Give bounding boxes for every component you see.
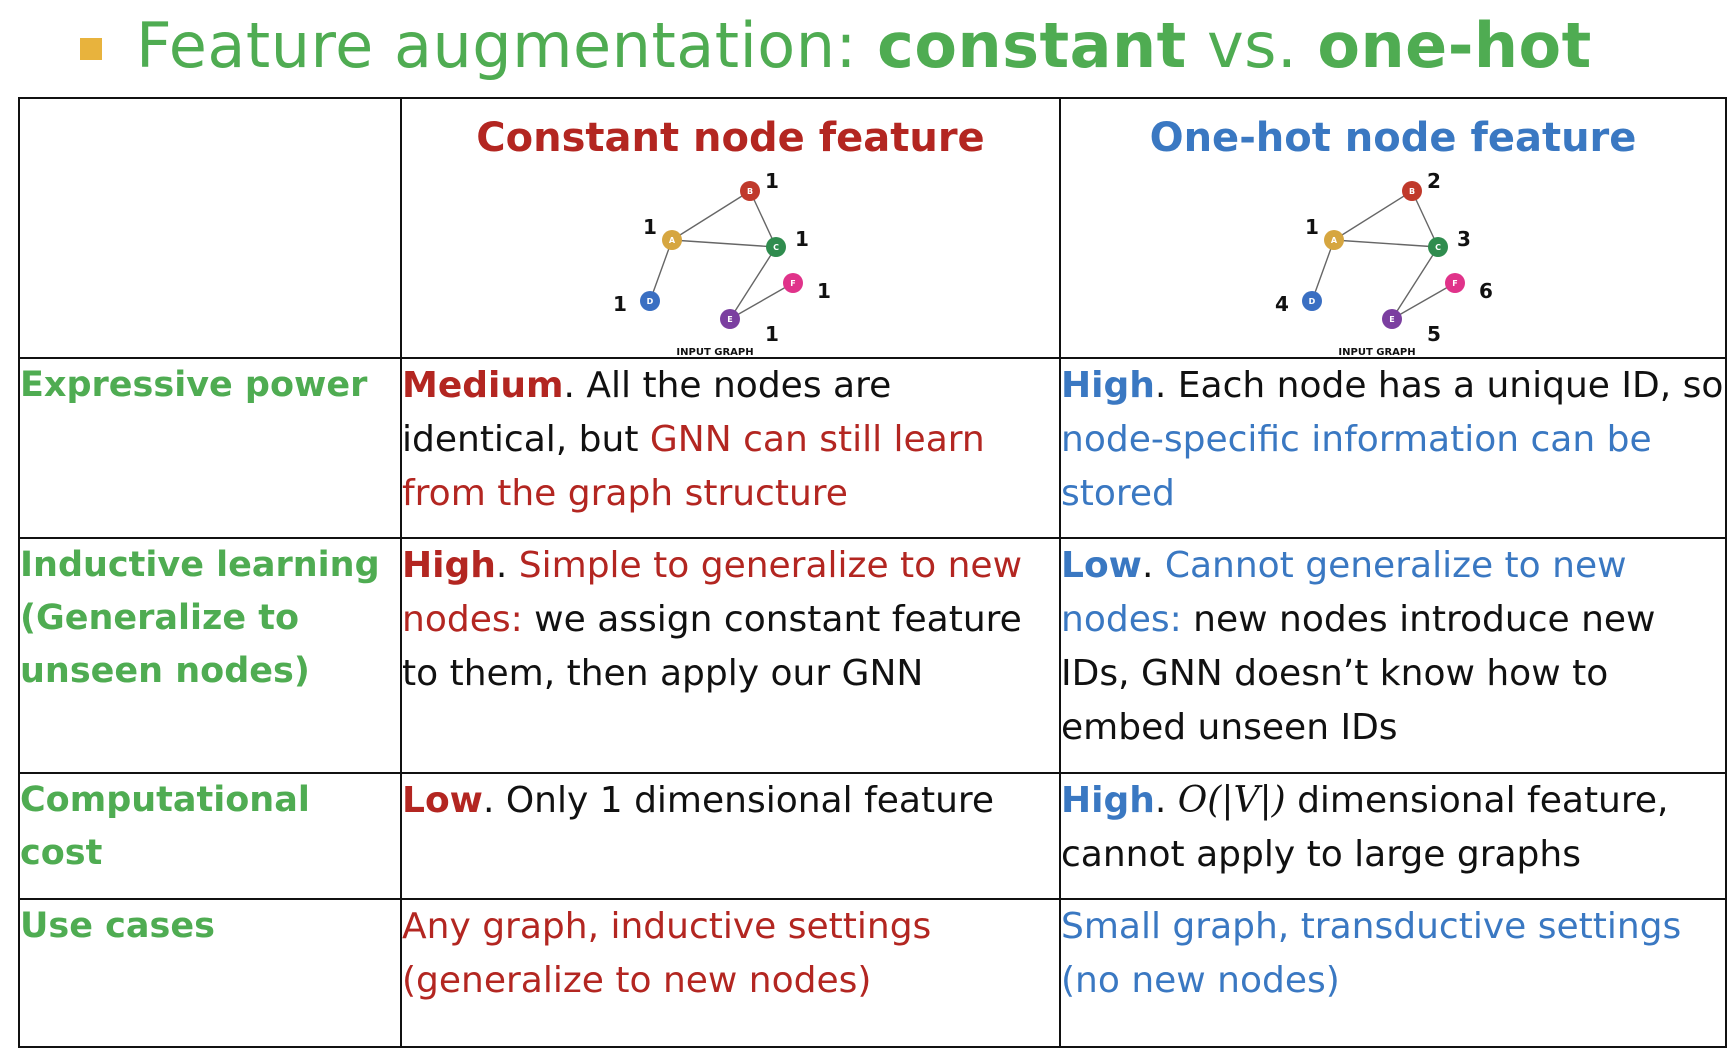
highlight-text: Cannot generalize to new nodes: — [1061, 545, 1627, 640]
keyword-medium: Medium — [402, 365, 564, 406]
cell-usecases-constant: Any graph, inductive settings (generaliz… — [400, 898, 1061, 1048]
highlight-text: Simple to generalize to new nodes: — [402, 545, 1023, 640]
node-e-letter: E — [727, 315, 732, 324]
row-use-cases: Use cases Any graph, inductive settings … — [18, 898, 1727, 1048]
text: dimensional feature, cannot apply to lar… — [1061, 780, 1669, 875]
value-b: 1 — [765, 169, 779, 193]
value-c: 3 — [1457, 227, 1471, 251]
node-c — [1428, 237, 1448, 257]
row-label-usecases: Use cases — [18, 898, 402, 1048]
title-mid: vs. — [1186, 8, 1318, 82]
slide-title-row: Feature augmentation: constant vs. one-h… — [80, 0, 1592, 90]
node-b — [739, 181, 760, 201]
node-e — [1382, 309, 1402, 329]
value-a: 1 — [643, 215, 657, 239]
node-d-letter: D — [1309, 297, 1316, 306]
row-label-expressive: Expressive power — [18, 357, 402, 539]
cell-inductive-onehot: Low. Cannot generalize to new nodes: new… — [1059, 537, 1727, 774]
cell-usecases-onehot: Small graph, transductive settings (no n… — [1059, 898, 1727, 1048]
node-f-letter: F — [790, 279, 795, 288]
node-f — [1445, 273, 1465, 293]
cell-expressive-constant: Medium. All the nodes are identical, but… — [400, 357, 1061, 539]
node-c-letter: C — [1435, 243, 1441, 252]
keyword-high: High — [1061, 780, 1155, 821]
text: new nodes introduce new IDs, GNN doesn’t… — [1061, 599, 1656, 748]
keyword-low: Low — [402, 780, 483, 821]
node-b — [1402, 181, 1422, 201]
text: . — [495, 545, 519, 586]
title-keyword-onehot: one-hot — [1317, 8, 1592, 82]
text: . All the nodes are identical, but — [402, 365, 892, 460]
node-a-letter: A — [1331, 236, 1338, 245]
node-a — [661, 230, 682, 250]
row-expressive-power: Expressive power Medium. All the nodes a… — [18, 357, 1727, 539]
row-label-cost: Computational cost — [18, 772, 402, 900]
value-d: 1 — [613, 292, 627, 316]
value-a: 1 — [1305, 215, 1319, 239]
cell-cost-onehot: High. O(|V|) dimensional feature, cannot… — [1059, 772, 1727, 900]
node-b-letter: B — [746, 187, 752, 196]
node-d-letter: D — [646, 297, 653, 306]
value-d: 4 — [1275, 292, 1289, 316]
text: . — [1141, 545, 1165, 586]
node-d — [1302, 291, 1322, 311]
value-e: 1 — [765, 322, 779, 346]
row-computational-cost: Computational cost Low. Only 1 dimension… — [18, 772, 1727, 900]
highlight-text: node-specific information can be stored — [1061, 419, 1652, 514]
empty-corner-cell — [18, 97, 402, 359]
text: . — [1154, 780, 1178, 821]
constant-input-graph: A B C D E F 1 1 1 1 1 1 INPUT GRAPH — [613, 169, 831, 357]
cell-expressive-onehot: High. Each node has a unique ID, so node… — [1059, 357, 1727, 539]
header-constant-cell: Constant node feature A — [400, 97, 1061, 359]
header-onehot-title: One-hot node feature — [1149, 115, 1637, 161]
node-b-letter: B — [1409, 187, 1415, 196]
node-e — [719, 309, 740, 329]
node-f — [782, 273, 803, 293]
value-b: 2 — [1427, 169, 1441, 193]
node-a — [1324, 230, 1344, 250]
text: we assign constant feature to them, then… — [402, 599, 1022, 694]
node-value-labels: 1 1 1 1 1 1 — [613, 169, 831, 346]
onehot-input-graph: A B C D E F 1 2 3 4 5 6 INPUT GRAPH — [1275, 169, 1493, 357]
keyword-high: High — [1061, 365, 1155, 406]
node-f-letter: F — [1452, 279, 1457, 288]
graph-edges — [1311, 190, 1456, 320]
node-c — [765, 237, 786, 257]
header-constant-title: Constant node feature — [476, 115, 985, 161]
value-f: 1 — [817, 279, 831, 303]
graph-caption: INPUT GRAPH — [676, 347, 753, 357]
big-o-notation: O(|V|) — [1177, 780, 1286, 821]
title-prefix: Feature augmentation: — [136, 8, 878, 82]
keyword-high: High — [402, 545, 496, 586]
node-e-letter: E — [1389, 315, 1394, 324]
graph-nodes: A B C D E F — [639, 181, 803, 329]
comparison-table: Constant node feature A — [18, 97, 1727, 1048]
value-e: 5 — [1427, 322, 1441, 346]
cell-cost-constant: Low. Only 1 dimensional feature — [400, 772, 1061, 900]
node-a-letter: A — [668, 236, 675, 245]
keyword-low: Low — [1061, 545, 1142, 586]
value-f: 6 — [1479, 279, 1493, 303]
row-inductive-learning: Inductive learning (Generalize to unseen… — [18, 537, 1727, 774]
bullet-square-icon — [80, 38, 102, 60]
header-row: Constant node feature A — [18, 97, 1727, 359]
title-keyword-constant: constant — [877, 8, 1187, 82]
row-label-inductive: Inductive learning (Generalize to unseen… — [18, 537, 402, 774]
text: . Only 1 dimensional feature — [482, 780, 995, 821]
node-c-letter: C — [773, 243, 779, 252]
text: . Each node has a unique ID, so — [1154, 365, 1724, 406]
graph-caption: INPUT GRAPH — [1338, 347, 1415, 357]
node-value-labels: 1 2 3 4 5 6 — [1275, 169, 1493, 346]
graph-nodes: A B C D E F — [1302, 181, 1465, 329]
highlight-text: GNN can still learn from the graph struc… — [402, 419, 985, 514]
graph-edges — [648, 190, 793, 320]
value-c: 1 — [795, 227, 809, 251]
cell-inductive-constant: High. Simple to generalize to new nodes:… — [400, 537, 1061, 774]
slide-title: Feature augmentation: constant vs. one-h… — [136, 9, 1592, 82]
node-d — [639, 291, 660, 311]
header-onehot-cell: One-hot node feature A — [1059, 97, 1727, 359]
